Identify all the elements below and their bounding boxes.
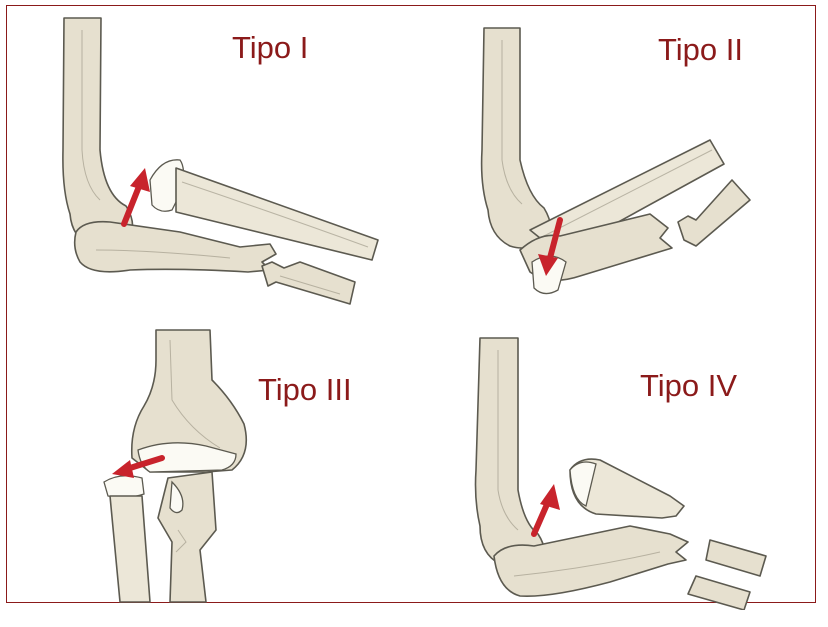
- panel-tipo-1: Tipo I: [0, 0, 400, 320]
- tipo-1-arrow: [0, 0, 400, 320]
- panel-tipo-2: Tipo II: [410, 0, 820, 320]
- tipo-2-arrow: [410, 0, 820, 320]
- tipo-4-arrow: [410, 320, 820, 610]
- panel-tipo-3: Tipo III: [0, 320, 400, 610]
- tipo-3-arrow: [0, 320, 400, 610]
- panel-tipo-4: Tipo IV: [410, 320, 820, 610]
